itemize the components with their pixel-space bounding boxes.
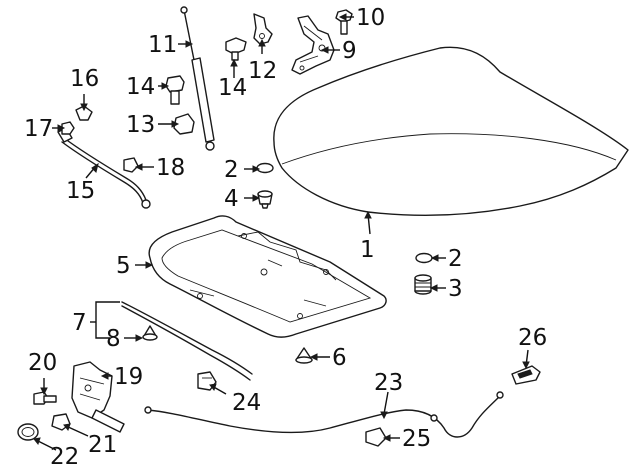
bolt-14-upper (225, 37, 247, 61)
callout-14-lower: 14 (126, 74, 155, 100)
callout-16: 16 (70, 66, 99, 92)
callout-15: 15 (66, 178, 95, 204)
callout-18: 18 (156, 155, 185, 181)
callout-21: 21 (88, 432, 117, 458)
callout-20: 20 (28, 350, 57, 376)
clip-18 (123, 157, 139, 173)
hood-support-strut (180, 6, 215, 151)
callout-7: 7 (72, 310, 87, 336)
bracket-12 (253, 13, 273, 45)
hood-insulator (148, 215, 387, 338)
callout-26: 26 (518, 325, 547, 351)
callout-24: 24 (232, 390, 261, 416)
clip-6 (295, 347, 313, 364)
hood-hinge (291, 15, 335, 75)
clip-25 (365, 427, 387, 447)
callout-17: 17 (24, 116, 53, 142)
callout-2-upper: 2 (224, 157, 239, 183)
cushion-2-lower (415, 252, 433, 264)
bolt-10 (335, 9, 353, 35)
callout-13: 13 (126, 112, 155, 138)
callout-9: 9 (342, 38, 357, 64)
cap-22 (17, 423, 39, 441)
arrowheads (33, 13, 530, 446)
callout-22: 22 (50, 444, 79, 470)
release-handle-26 (511, 365, 541, 385)
callout-25: 25 (402, 426, 431, 452)
callout-8: 8 (106, 326, 121, 352)
cushion-2-upper (256, 162, 274, 174)
bolt-14-lower (165, 75, 185, 105)
hood-bumper-4 (257, 190, 273, 209)
callout-labels: 1 2 2 3 4 5 6 7 8 9 10 11 12 13 14 14 15… (24, 5, 547, 470)
callout-10: 10 (356, 5, 385, 31)
callout-12: 12 (248, 58, 277, 84)
callout-5: 5 (116, 253, 131, 279)
callout-14-upper: 14 (218, 75, 247, 101)
callout-6: 6 (332, 345, 347, 371)
callout-23: 23 (374, 370, 403, 396)
callout-11: 11 (148, 32, 177, 58)
callout-1: 1 (360, 237, 375, 263)
clip-13 (173, 113, 195, 135)
clip-8 (142, 325, 158, 341)
bolt-20 (33, 391, 57, 405)
grommet-17 (61, 121, 75, 135)
callout-19: 19 (114, 364, 143, 390)
hood-bumper-3 (414, 274, 432, 295)
hood-seal (121, 301, 253, 381)
release-cable-23 (144, 391, 504, 438)
callout-2-lower: 2 (448, 246, 463, 272)
hood-panel (273, 46, 629, 217)
callout-4: 4 (224, 186, 239, 212)
callout-3: 3 (448, 276, 463, 302)
